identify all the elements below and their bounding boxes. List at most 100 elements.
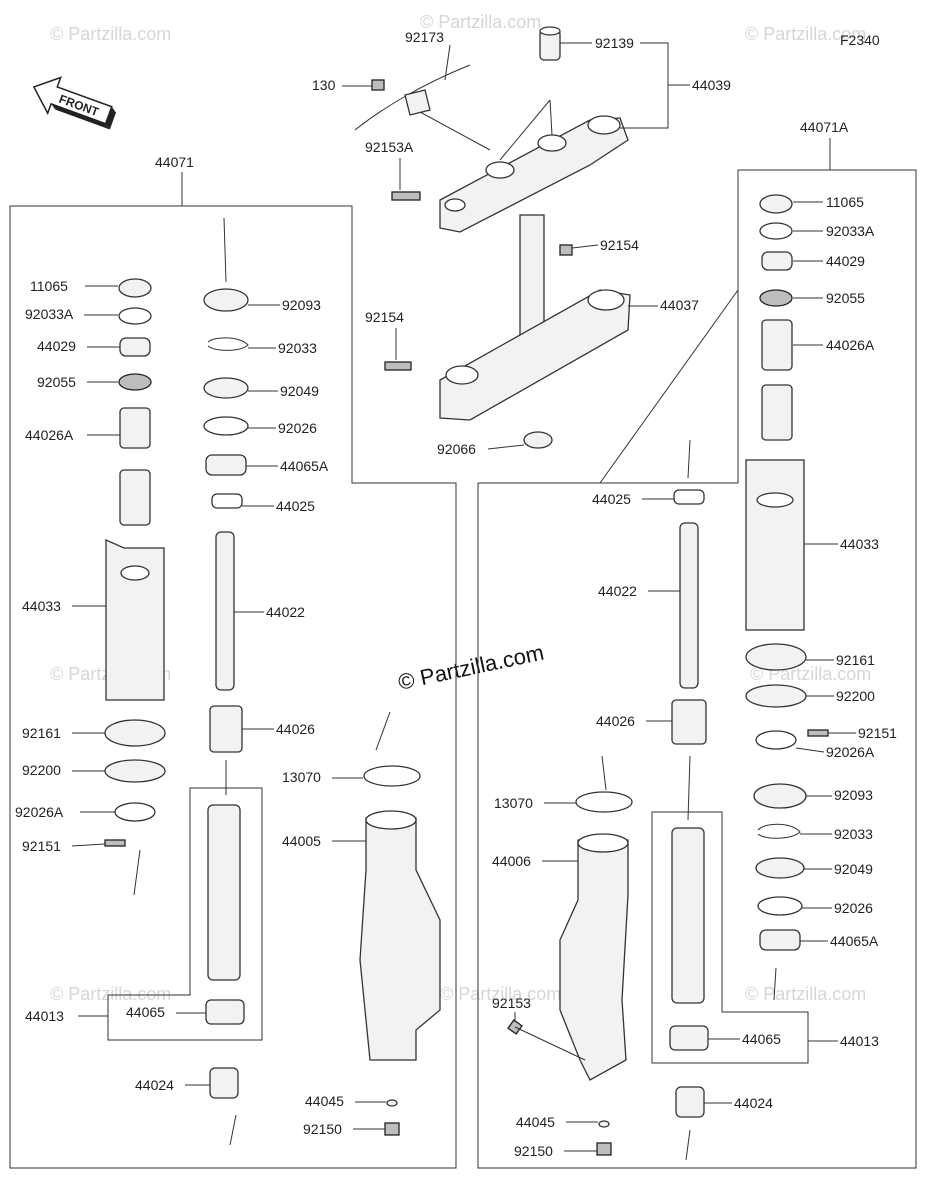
label-130: 130	[312, 77, 336, 93]
bush-44065A-left	[205, 454, 247, 476]
label-44024-right: 44024	[734, 1095, 773, 1111]
bush-44065-left	[205, 999, 245, 1025]
label-44033-left: 44033	[22, 598, 61, 614]
label-44065A-right: 44065A	[830, 933, 879, 949]
label-92151-right: 92151	[858, 725, 897, 741]
label-92026A-right: 92026A	[826, 744, 875, 760]
bush-44065A-right	[759, 929, 801, 951]
clip-92033-right	[757, 823, 801, 839]
figure-code: F2340	[840, 32, 880, 48]
bolt-92151-left	[104, 839, 126, 847]
label-92151-left: 92151	[22, 838, 61, 854]
watermark: © Partzilla.com	[440, 984, 561, 1004]
outer-tube-44006	[559, 839, 629, 1081]
label-44022-right: 44022	[598, 583, 637, 599]
label-92173: 92173	[405, 29, 444, 45]
group-label-44071: 44071	[155, 154, 194, 170]
bolt-92150-right	[596, 1142, 612, 1156]
group-label-44071A: 44071A	[800, 119, 849, 135]
oring-92033A-right	[759, 222, 793, 240]
label-92026-right: 92026	[834, 900, 873, 916]
label-92150-right: 92150	[514, 1143, 553, 1159]
washer-92049-right	[755, 857, 805, 879]
seal-92093-right	[753, 783, 807, 809]
upper-bracket	[439, 26, 629, 233]
plate-92161-right	[745, 643, 807, 671]
wire-92173	[354, 64, 471, 131]
cap-bolt-44029	[119, 337, 151, 357]
label-44013-right: 44013	[840, 1033, 879, 1049]
clip-92033-left	[207, 337, 249, 351]
spring-44026-left	[209, 705, 243, 753]
label-44006: 44006	[492, 853, 531, 869]
label-44065-right: 44065	[742, 1031, 781, 1047]
label-92055-left: 92055	[37, 374, 76, 390]
watermark: © Partzilla.com	[50, 984, 171, 1004]
bolt-92151-right	[807, 729, 829, 737]
washer-92026-left	[203, 416, 249, 436]
label-44045-left: 44045	[305, 1093, 344, 1109]
label-92200-right: 92200	[836, 688, 875, 704]
label-92161-left: 92161	[22, 725, 61, 741]
left-fork-frame	[9, 205, 457, 1169]
outer-tube-44005	[359, 817, 441, 1061]
inner-tube-44013-right	[671, 827, 705, 1004]
piston-44022-left	[215, 531, 235, 691]
tube-44033	[105, 538, 165, 701]
label-92033-right: 92033	[834, 826, 873, 842]
watermark: © Partzilla.com	[745, 984, 866, 1004]
label-92055-right: 92055	[826, 290, 865, 306]
spring-44026A	[119, 407, 151, 526]
label-44033-right: 44033	[840, 536, 879, 552]
bolt-92153A	[391, 191, 421, 201]
label-92066: 92066	[437, 441, 476, 457]
label-44025-right: 44025	[592, 491, 631, 507]
label-92154-lower: 92154	[365, 309, 404, 325]
label-92200-left: 92200	[22, 762, 61, 778]
bush-44065-right	[669, 1025, 709, 1051]
oring-92033A	[118, 307, 152, 325]
bush-44025-right	[673, 489, 705, 505]
inner-tube-44013-left	[207, 804, 241, 981]
label-92161-right: 92161	[836, 652, 875, 668]
label-92154-upper: 92154	[600, 237, 639, 253]
collar-44024-right	[675, 1086, 705, 1118]
washer-92200	[104, 759, 166, 783]
label-44026-left: 44026	[276, 721, 315, 737]
label-44037: 44037	[660, 297, 699, 313]
center-watermark: © Partzilla.com	[396, 640, 546, 695]
label-44039: 44039	[692, 77, 731, 93]
label-44013-left: 44013	[25, 1008, 64, 1024]
label-92093-right: 92093	[834, 787, 873, 803]
label-11065-right: 11065	[826, 194, 864, 210]
bolt-130	[371, 79, 385, 91]
spring-44026A-right	[761, 319, 793, 441]
bracket-plate	[404, 89, 431, 116]
tube-44033-right	[745, 459, 805, 631]
washer-44045-right	[598, 1120, 610, 1128]
label-92026-left: 92026	[278, 420, 317, 436]
label-44029-right: 44029	[826, 253, 865, 269]
label-44026-right: 44026	[596, 713, 635, 729]
label-44026A-right: 44026A	[826, 337, 875, 353]
label-92153: 92153	[492, 995, 531, 1011]
bush-44025-left	[211, 493, 243, 509]
oring-92055	[118, 373, 152, 391]
label-44025-left: 44025	[276, 498, 315, 514]
spring-44026-right	[671, 699, 707, 745]
cap-11065-right	[759, 194, 793, 214]
circlip-13070-right	[575, 791, 633, 813]
label-92033A-left: 92033A	[25, 306, 74, 322]
label-44024-left: 44024	[135, 1077, 174, 1093]
label-13070-right: 13070	[494, 795, 533, 811]
label-92049-left: 92049	[280, 383, 319, 399]
steering-stem	[384, 214, 631, 449]
oring-92055-right	[759, 289, 793, 307]
label-11065-left: 11065	[30, 278, 68, 294]
piston-44022-right	[679, 522, 699, 689]
circlip-13070-left	[363, 765, 421, 787]
label-44026A-left: 44026A	[25, 427, 74, 443]
bolt-92150-left	[384, 1122, 400, 1136]
left-44013-frame	[107, 787, 263, 1041]
